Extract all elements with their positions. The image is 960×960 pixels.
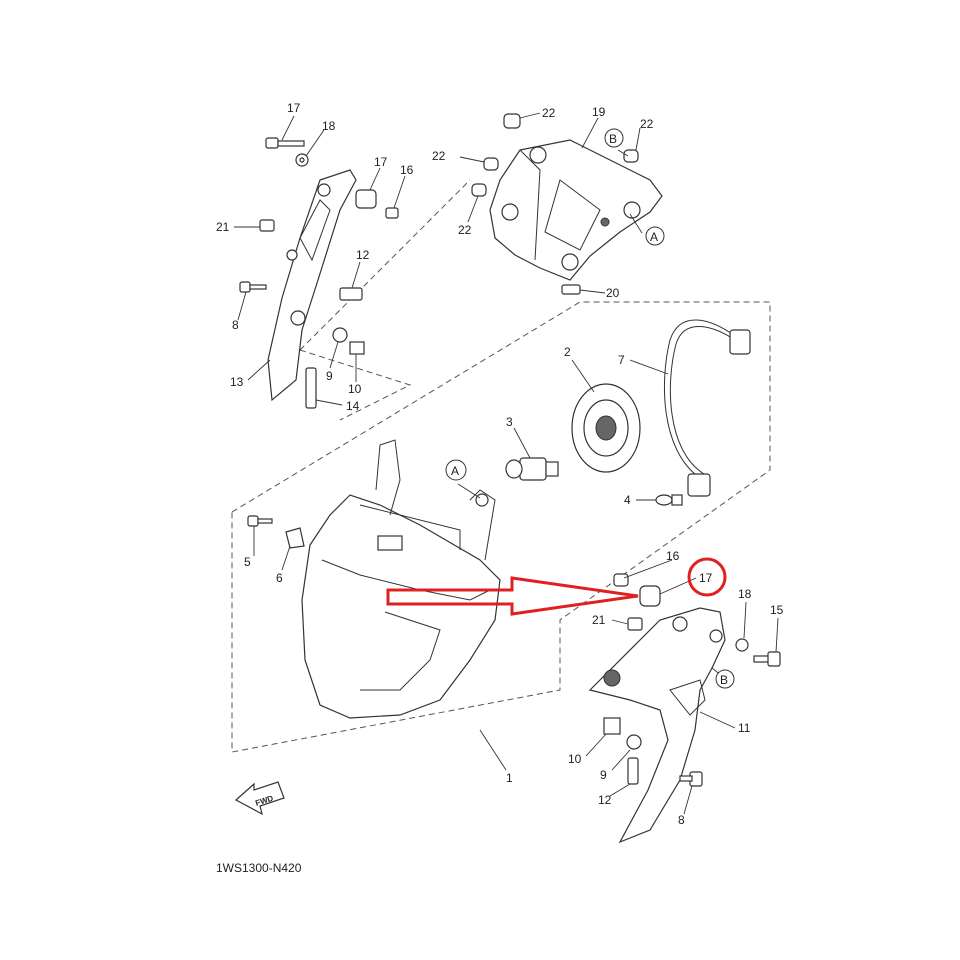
part-label: 19 (592, 105, 606, 119)
part-label: 9 (326, 369, 333, 383)
highlight-arrow (386, 576, 639, 616)
part-label: 2 (564, 345, 571, 359)
part-label: 14 (346, 399, 360, 413)
wire-harness-7 (663, 319, 751, 497)
part-label: 13 (230, 375, 244, 389)
part-number-labels: 17 18 17 16 21 12 8 9 10 13 14 22 19 22 … (216, 101, 784, 827)
part-label: 18 (738, 587, 752, 601)
callout-label: B (609, 132, 617, 146)
part-label: 10 (568, 752, 582, 766)
part-label: 12 (598, 793, 612, 807)
part-label: 22 (542, 106, 556, 120)
callouts: A B A B (445, 128, 735, 689)
position-bulb-4 (655, 494, 683, 506)
left-bracket-assembly (239, 137, 399, 409)
headlight-bulb-3 (505, 457, 559, 481)
part-label: 3 (506, 415, 513, 429)
callout-label: B (720, 673, 728, 687)
part-label: 9 (600, 768, 607, 782)
part-label: 10 (348, 382, 362, 396)
right-bracket-part (588, 607, 726, 844)
headlight-stay-part (489, 139, 663, 281)
part-label: 16 (666, 549, 680, 563)
part-label: 22 (458, 223, 472, 237)
fwd-direction-indicator: FWD (234, 781, 285, 816)
part-label: 17 (287, 101, 301, 115)
part-label: 1 (506, 771, 513, 785)
callout-label: A (650, 230, 658, 244)
upper-bracket-boundary (299, 179, 471, 421)
part-label: 22 (432, 149, 446, 163)
callout-label: A (451, 464, 459, 478)
socket-cover-2 (571, 383, 641, 473)
part-label: 6 (276, 571, 283, 585)
part-label: 17 (374, 155, 388, 169)
part-label: 11 (738, 721, 751, 735)
part-label: 7 (618, 353, 625, 367)
highlight-circle (687, 557, 727, 597)
part-label: 18 (322, 119, 336, 133)
part-label: 8 (678, 813, 685, 827)
part-label: 16 (400, 163, 414, 177)
part-label: 5 (244, 555, 251, 569)
part-label: 20 (606, 286, 620, 300)
assembly-boundary (231, 301, 771, 753)
part-label-highlighted: 17 (699, 571, 713, 585)
leader-lines (234, 112, 779, 815)
part-label: 22 (640, 117, 654, 131)
highlight-overlay (386, 557, 727, 616)
headlight-body (301, 494, 501, 719)
right-bracket-assembly (588, 573, 781, 844)
drawing-code: 1WS1300-N420 (216, 861, 302, 875)
part-label: 21 (592, 613, 606, 627)
part-label: 4 (624, 493, 631, 507)
left-bracket-part (267, 169, 357, 402)
headlight-stay-assembly (471, 113, 663, 295)
part-label: 8 (232, 318, 239, 332)
part-label: 21 (216, 220, 230, 234)
headlight-unit (247, 439, 501, 719)
part-label: 15 (770, 603, 784, 617)
part-label: 12 (356, 248, 370, 262)
